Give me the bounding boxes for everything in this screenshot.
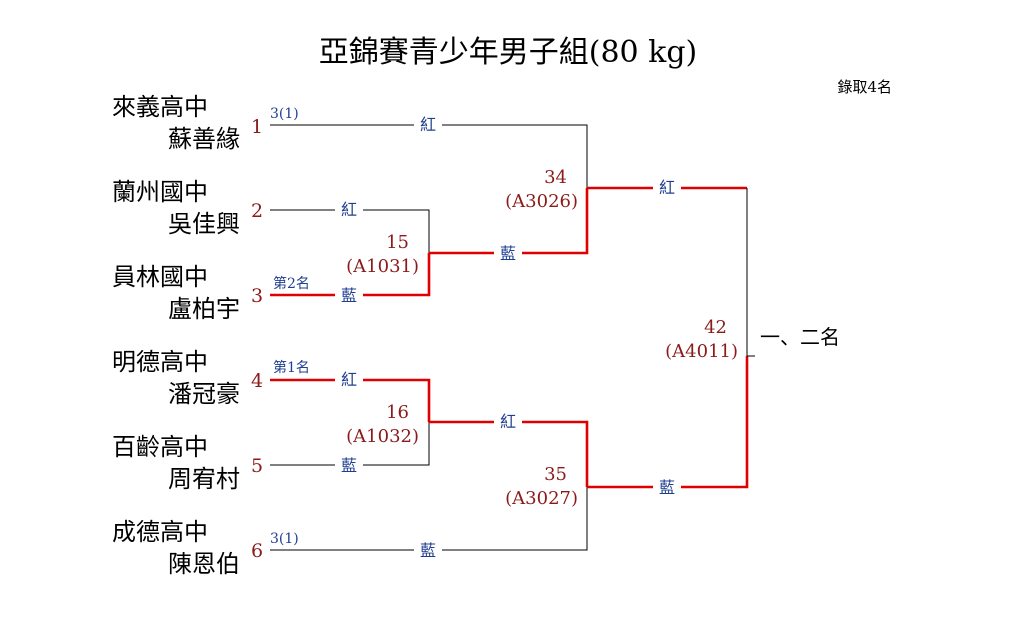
svg-text:紅: 紅 [659,178,675,197]
seed-number: 5 [251,455,263,477]
corner-label-5: 藍 [335,455,363,475]
seed3-placement: 第2名 [273,275,310,292]
qualifier-note: 錄取4名 [837,78,892,96]
athlete-name: 盧柏宇 [168,295,240,323]
match-number: 15 [386,232,409,253]
school-name: 成德高中 [112,518,208,546]
match-code: (A3026) [505,191,578,212]
match-number: 35 [544,464,567,485]
seed-number: 2 [251,200,263,222]
winner-line-seed-4 [270,378,431,422]
corner-label-1: 紅 [414,115,442,135]
corner-label-2: 紅 [335,200,363,220]
seed-number: 4 [251,370,263,392]
svg-text:紅: 紅 [500,412,516,431]
match-code: (A4011) [665,341,738,362]
seed-number: 6 [251,540,263,562]
corner-label-match35: 藍 [653,477,681,497]
svg-text:藍: 藍 [420,541,436,560]
match-42: 42 (A4011) [665,317,738,362]
school-name: 來義高中 [112,93,208,121]
match-code: (A1031) [346,256,419,277]
svg-text:藍: 藍 [341,286,357,305]
seed-number: 3 [251,285,263,307]
athlete-name: 蘇善緣 [168,125,240,153]
svg-text:紅: 紅 [420,115,436,134]
school-name: 百齡高中 [112,433,208,461]
match-number: 34 [544,167,567,188]
entry-3: 員林國中 盧柏宇 3 [112,263,263,323]
match-number: 42 [704,317,727,338]
winner-line-match-16 [429,420,589,487]
svg-text:紅: 紅 [341,200,357,219]
athlete-name: 吳佳興 [168,210,240,238]
corner-label-match15: 藍 [494,243,522,263]
winner-line-seed-3 [270,253,431,297]
match-15: 15 (A1031) [346,232,419,277]
entry-5: 百齡高中 周宥村 5 [112,433,263,493]
corner-label-6: 藍 [414,540,442,560]
page-title: 亞錦賽青少年男子組(80 kg) [319,35,698,70]
svg-text:藍: 藍 [659,478,675,497]
match-code: (A1032) [346,426,419,447]
match-number: 16 [386,402,409,423]
school-name: 明德高中 [112,348,208,376]
entry-1: 來義高中 蘇善緣 1 [112,93,263,153]
entry-4: 明德高中 潘冠豪 4 [112,348,263,408]
match-34: 34 (A3026) [505,167,578,212]
svg-text:藍: 藍 [341,456,357,475]
line-seed-2 [270,209,430,253]
corner-label-3: 藍 [335,285,363,305]
entry-2: 蘭州國中 吳佳興 2 [112,178,263,238]
line-seed-5 [270,422,430,466]
winner-line-match-35 [587,356,749,489]
school-name: 員林國中 [112,263,208,291]
match-16: 16 (A1032) [346,402,419,447]
seed-number: 1 [251,116,263,138]
corner-label-match34: 紅 [653,178,681,198]
svg-text:紅: 紅 [341,370,357,389]
corner-label-match16: 紅 [494,412,522,432]
line-seed-6 [270,487,588,551]
athlete-name: 陳恩伯 [168,550,240,578]
match-35: 35 (A3027) [505,464,578,509]
svg-text:藍: 藍 [500,244,516,263]
seed1-score: 3(1) [270,106,299,122]
winner-line-match-15 [429,188,589,255]
seed4-placement: 第1名 [273,359,310,376]
athlete-name: 周宥村 [168,465,240,493]
athlete-name: 潘冠豪 [168,380,240,408]
match-code: (A3027) [505,488,578,509]
seed6-score: 3(1) [270,531,299,547]
line-seed-1 [270,124,588,188]
final-result-label: 一、二名 [760,325,840,349]
entry-6: 成德高中 陳恩伯 6 [112,518,263,578]
school-name: 蘭州國中 [112,178,208,206]
corner-label-4: 紅 [335,370,363,390]
